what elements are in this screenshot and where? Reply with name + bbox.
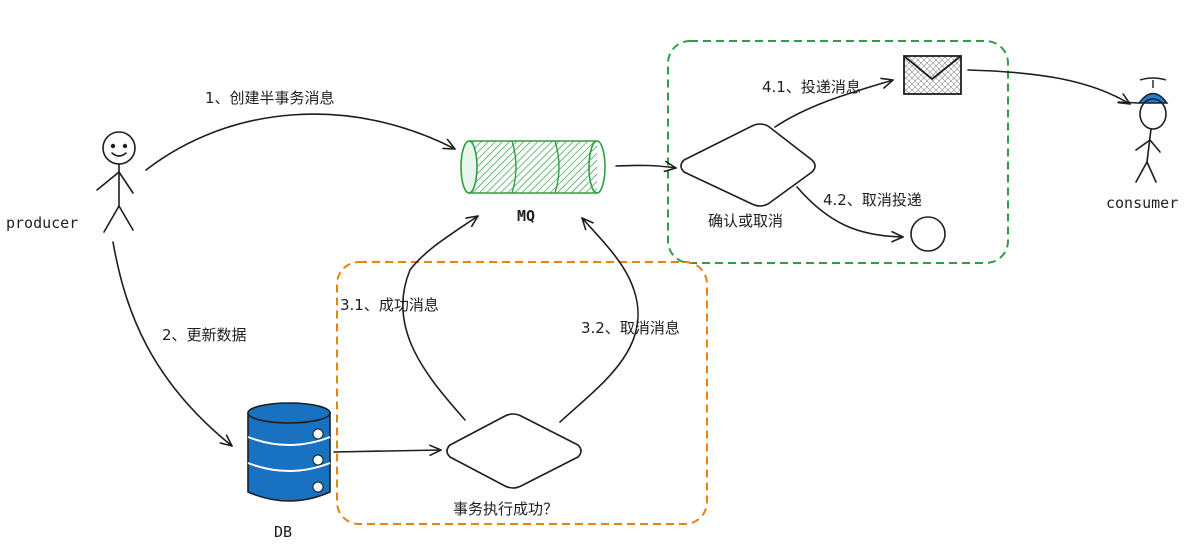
arrow-envelope-to-consumer	[967, 69, 1131, 105]
edge-label-success-msg: 3.1、成功消息	[340, 296, 439, 314]
confirm-decision-diamond	[680, 123, 816, 207]
arrow-update-data	[112, 241, 233, 447]
confirm-decision-label: 确认或取消	[708, 212, 783, 230]
producer-figure	[96, 131, 136, 233]
db-label: DB	[274, 523, 292, 541]
edge-label-create-half: 1、创建半事务消息	[205, 89, 335, 107]
edge-label-update-data: 2、更新数据	[162, 326, 247, 344]
tx-decision-diamond	[446, 413, 582, 489]
envelope-icon	[903, 55, 962, 95]
db-node	[247, 402, 331, 502]
mq-node	[460, 140, 606, 194]
arrow-mq-to-confirm	[615, 160, 677, 173]
edge-label-deliver: 4.1、投递消息	[762, 78, 861, 96]
arrow-deliver	[774, 77, 894, 128]
consumer-label: consumer	[1106, 194, 1178, 212]
consumer-figure	[1117, 77, 1169, 183]
arrow-success-msg	[401, 215, 479, 421]
mq-label: MQ	[517, 207, 535, 225]
cancel-end-circle	[910, 216, 946, 252]
edge-label-cancel-msg: 3.2、取消消息	[581, 319, 680, 337]
producer-label: producer	[6, 214, 78, 232]
green-group-box	[667, 40, 1009, 264]
arrow-create-half	[145, 113, 456, 171]
tx-decision-label: 事务执行成功？	[453, 500, 558, 518]
arrow-db-to-decision	[333, 444, 442, 457]
arrow-cancel-delivery	[796, 186, 904, 243]
edge-label-cancel-delivery: 4.2、取消投递	[823, 191, 922, 209]
orange-group-box	[336, 261, 708, 525]
arrow-cancel-msg	[559, 217, 639, 423]
